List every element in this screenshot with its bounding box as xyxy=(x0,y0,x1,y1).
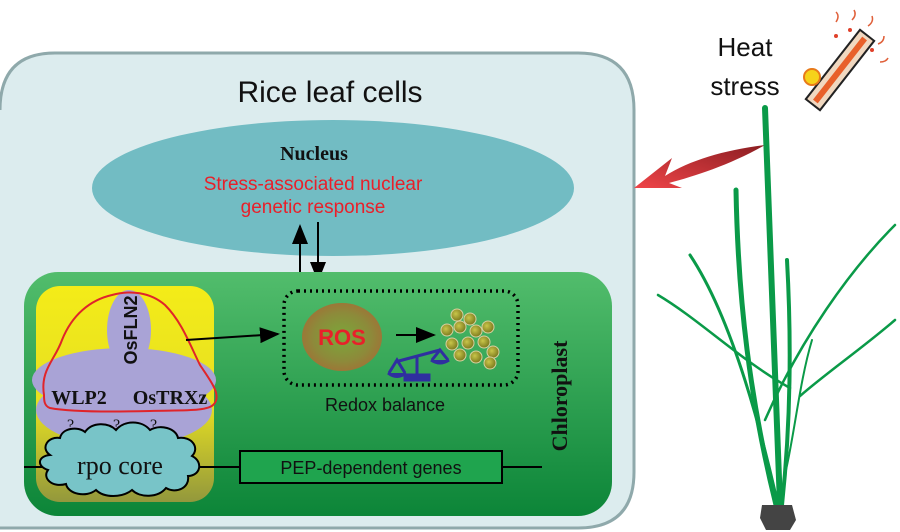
rice-plant-root xyxy=(760,505,796,530)
heat-stress-arrow xyxy=(634,145,765,188)
pep-dependent-genes-label: PEP-dependent genes xyxy=(280,458,461,478)
arrow-complex-to-redox xyxy=(185,327,280,344)
antioxidant-particle xyxy=(440,323,454,337)
wlp2-label: WLP2 xyxy=(51,387,107,409)
antioxidant-particle xyxy=(469,350,483,364)
redox-balance-region xyxy=(282,289,520,387)
antioxidant-particle xyxy=(483,356,497,370)
antioxidant-particle xyxy=(453,320,467,334)
antioxidant-particle xyxy=(450,308,464,322)
ros-blob xyxy=(302,303,382,371)
unknown-interaction-mark: ? xyxy=(150,417,157,434)
antioxidant-particle xyxy=(477,335,491,349)
complex-red-outline xyxy=(42,291,218,413)
redox-balance-label: Redox balance xyxy=(325,395,445,415)
heat-lamp-icon xyxy=(803,9,889,112)
rpo-core-cloud xyxy=(39,421,201,497)
unknown-interaction-mark: ? xyxy=(67,417,74,434)
antioxidant-particle xyxy=(463,312,477,326)
protein-osfln2 xyxy=(107,290,151,370)
antioxidant-particle xyxy=(461,336,475,350)
nucleus xyxy=(92,120,574,256)
nucleus-response-line2: genetic response xyxy=(241,197,386,218)
osfln2-label: OsFLN2 xyxy=(121,295,141,364)
pep-dependent-genes-box xyxy=(239,450,503,484)
rice-plant-illustration xyxy=(656,105,897,508)
rpo-core-label: rpo core xyxy=(77,451,163,480)
heat-stress-line2: stress xyxy=(710,71,779,101)
antioxidant-particle xyxy=(481,320,495,334)
antioxidant-particle xyxy=(486,345,500,359)
ros-label: ROS xyxy=(318,325,366,350)
nucleus-title: Nucleus xyxy=(280,143,348,165)
nucleus-response-line1: Stress-associated nuclear xyxy=(204,174,423,195)
unknown-interaction-mark: ? xyxy=(113,417,120,434)
balance-scale-icon xyxy=(387,347,450,382)
antioxidant-particles xyxy=(440,308,500,370)
antioxidant-particle xyxy=(445,337,459,351)
ostrxz-label: OsTRXz xyxy=(133,387,208,409)
cell-title: Rice leaf cells xyxy=(237,76,422,109)
antioxidant-particle xyxy=(453,348,467,362)
chloroplast-label: Chloroplast xyxy=(547,340,572,452)
protein-blob-wlp2-ostrxz xyxy=(32,348,216,412)
antioxidant-particle xyxy=(469,324,483,338)
heat-stress-line1: Heat xyxy=(718,32,774,62)
